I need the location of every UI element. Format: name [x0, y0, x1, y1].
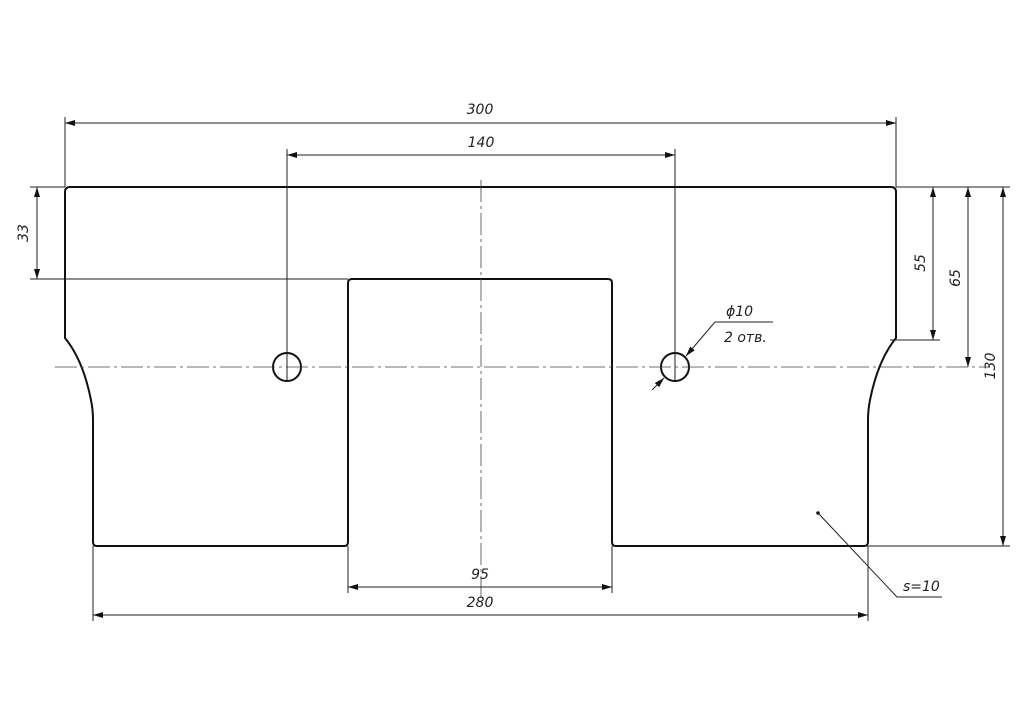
hole-count: 2 отв.	[724, 330, 767, 346]
part-outline	[64, 186, 897, 547]
thickness-note: s=10	[903, 579, 940, 595]
dim-140: 140	[468, 135, 495, 151]
hole-leader	[651, 321, 773, 391]
dim-280: 280	[467, 595, 494, 611]
extension-lines	[30, 117, 1010, 621]
hole-diameter: ϕ10	[726, 304, 753, 320]
dim-95: 95	[471, 567, 489, 583]
dim-33: 33	[16, 224, 32, 242]
dim-300: 300	[467, 102, 494, 118]
dimension-lines	[34, 120, 1006, 618]
dim-55: 55	[913, 254, 929, 272]
dim-65: 65	[948, 269, 964, 287]
thickness-leader	[816, 511, 942, 598]
dim-130: 130	[983, 353, 999, 380]
